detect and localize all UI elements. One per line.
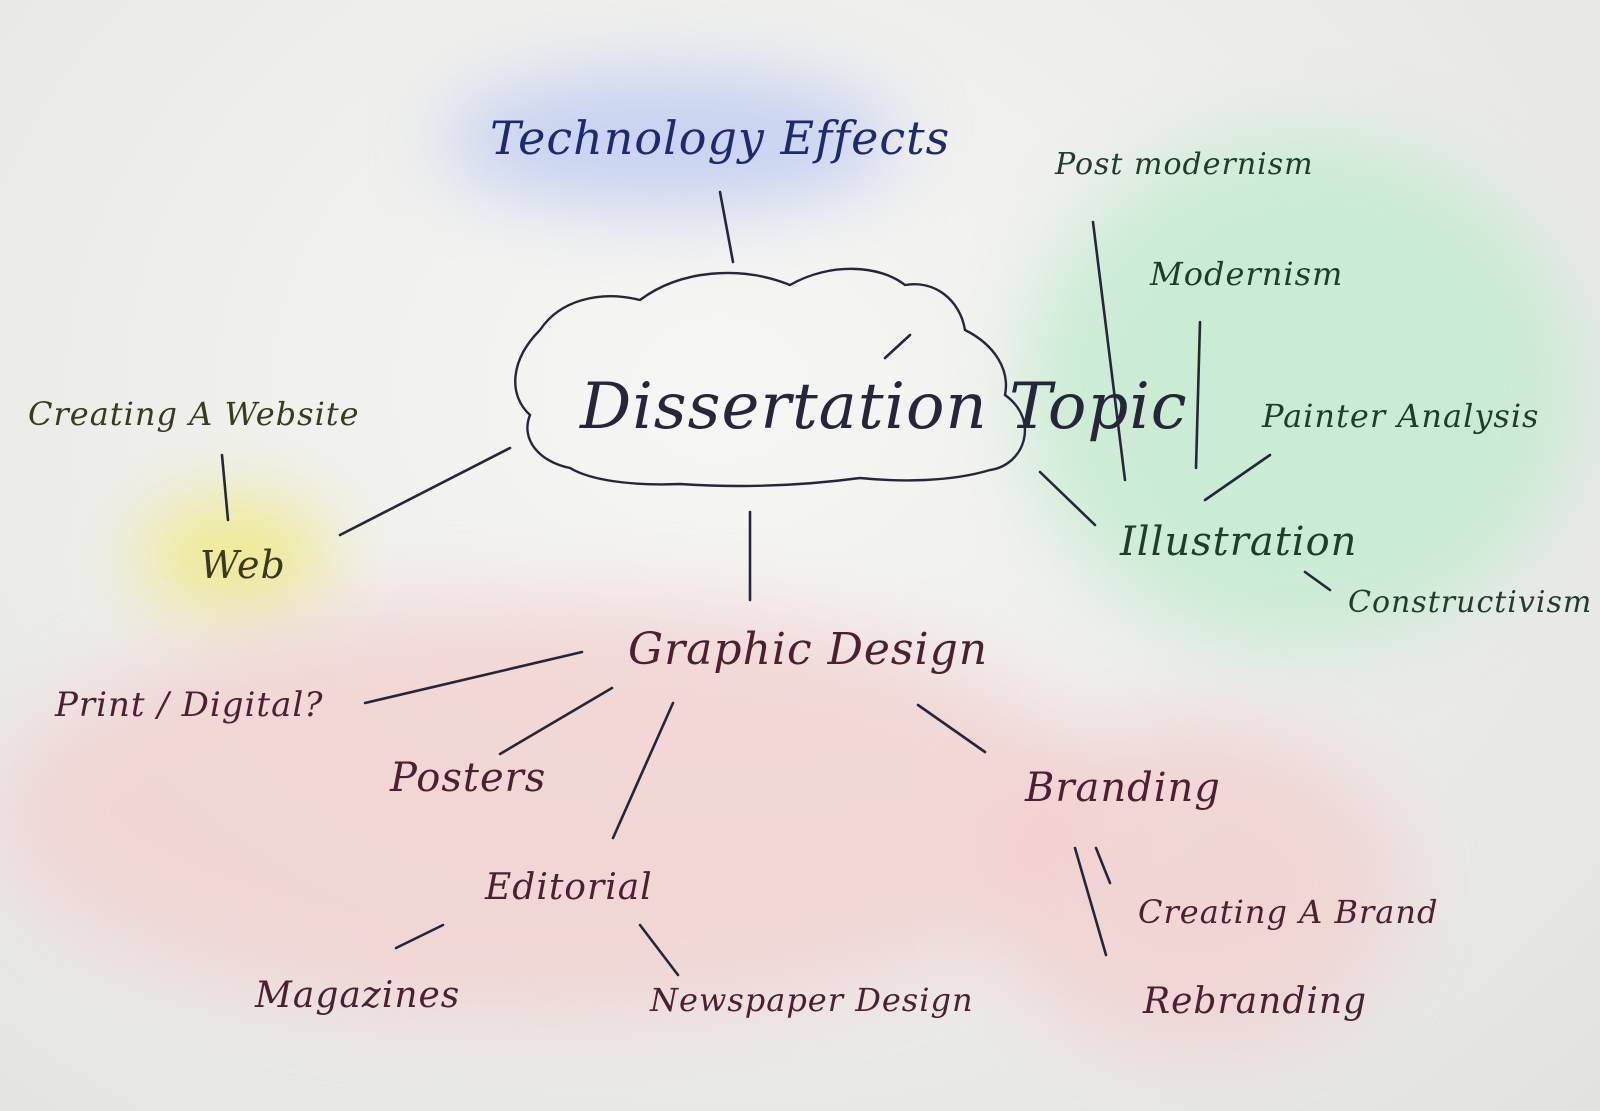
modernism-line	[1194, 320, 1202, 470]
web-label: Web	[200, 543, 286, 587]
constructivism-label: Constructivism	[1348, 585, 1593, 620]
magazines-line	[394, 923, 445, 950]
creating-website-line	[220, 453, 230, 522]
post-modernism-label: Post modernism	[1055, 147, 1314, 182]
creating-website-label: Creating A Website	[28, 395, 360, 433]
topic-cloud-inner-tick	[883, 333, 912, 360]
painter-analysis-line	[1203, 453, 1272, 502]
creating-brand-label: Creating A Brand	[1138, 893, 1439, 931]
newspaper-design-line	[638, 923, 680, 977]
rebranding-label: Rebranding	[1143, 981, 1368, 1022]
topic-cloud	[514, 267, 1027, 488]
print-digital-label: Print / Digital?	[55, 685, 324, 725]
painter-analysis-label: Painter Analysis	[1262, 397, 1540, 435]
print-digital-line	[363, 650, 584, 705]
technology-effects-label: Technology Effects	[490, 111, 951, 165]
newspaper-design-label: Newspaper Design	[650, 981, 974, 1019]
editorial-line	[611, 701, 675, 840]
rebranding-line	[1073, 846, 1108, 957]
graphic-design-label: Graphic Design	[628, 624, 989, 675]
illustration-label: Illustration	[1120, 519, 1358, 565]
modernism-label: Modernism	[1150, 255, 1344, 293]
editorial-label: Editorial	[485, 867, 653, 908]
posters-line	[498, 686, 614, 756]
post-modernism-line	[1091, 220, 1127, 482]
branding-label: Branding	[1025, 765, 1221, 811]
branding-line	[916, 703, 987, 754]
constructivism-line	[1303, 570, 1332, 592]
web-line	[338, 446, 512, 537]
central-topic: Dissertation Topic	[580, 370, 1188, 444]
tech-line	[718, 190, 735, 264]
magazines-label: Magazines	[255, 975, 461, 1016]
posters-label: Posters	[390, 755, 547, 801]
creating-brand-line	[1094, 846, 1112, 885]
illustration-line	[1038, 470, 1097, 527]
